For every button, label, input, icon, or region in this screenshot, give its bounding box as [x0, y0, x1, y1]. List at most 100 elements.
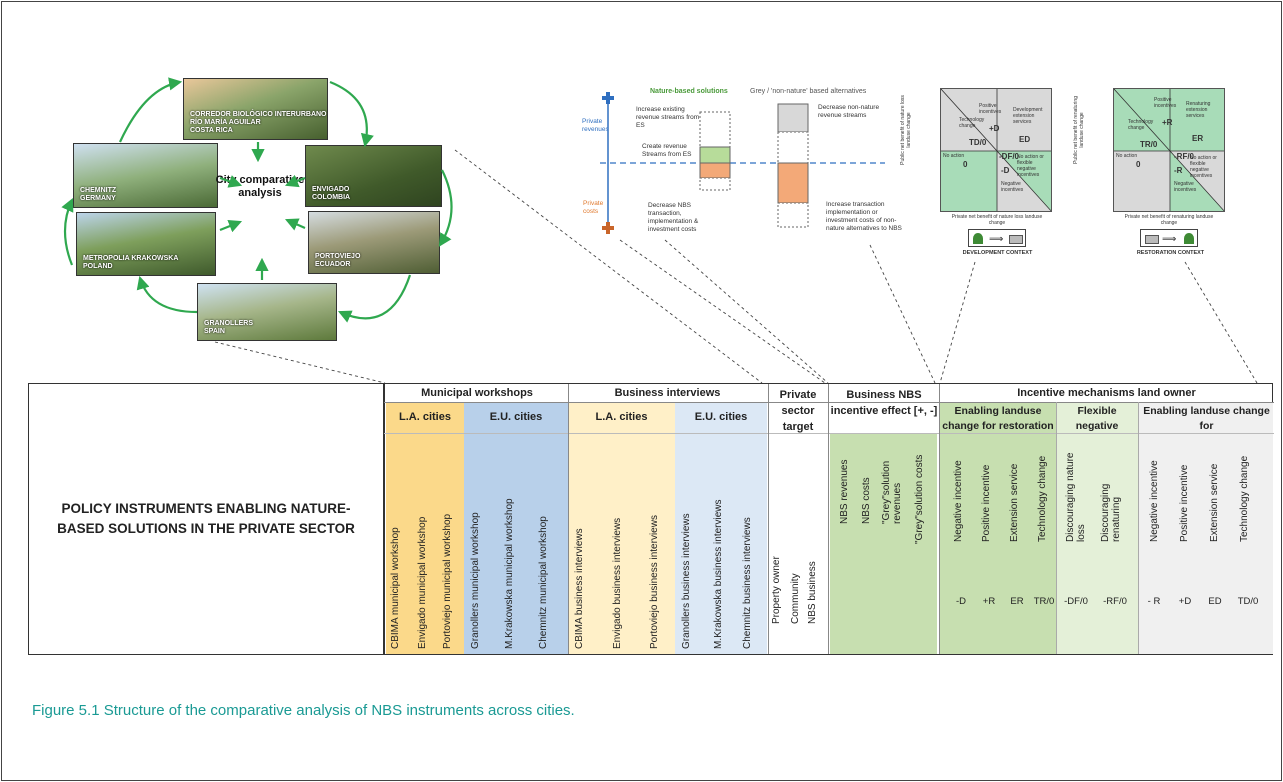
arrow-icon — [329, 80, 374, 148]
code-cell: - R — [1147, 596, 1161, 607]
column-label: CBIMA business interviews — [574, 528, 585, 649]
private-costs-label: Private costs — [583, 200, 604, 215]
development-transition-icon: ⟹ — [968, 229, 1026, 247]
column-label: Negative incentive — [1149, 460, 1160, 542]
column-label: Community — [790, 573, 801, 624]
flexible-bg — [1056, 403, 1138, 654]
column-label: Technology change — [1239, 455, 1250, 542]
nbs-title: Nature-based solutions — [650, 88, 728, 95]
figure-caption: Figure 5.1 Structure of the comparative … — [32, 702, 575, 719]
city-label: CHEMNITZ — [80, 187, 117, 194]
code-zero: 0 — [1136, 160, 1141, 169]
header-business-interviews: Business interviews — [614, 387, 721, 399]
development-matrix-xlabel: Private net benefit of nature loss landu… — [951, 214, 1043, 226]
code-minus-r: -R — [1174, 166, 1183, 175]
nbs-bars — [600, 92, 885, 234]
subheader-la-municipal: L.A. cities — [399, 411, 451, 423]
column-label: Granollers business interviews — [681, 513, 692, 649]
la-municipal-bg — [386, 403, 464, 654]
matrix-text: Technology change — [1128, 119, 1154, 131]
code-cell: -DF/0 — [1064, 596, 1088, 607]
column-label: Chemnitz business interviews — [742, 517, 753, 649]
effect-bg — [830, 434, 937, 654]
matrix-text: Positive incentives — [1154, 97, 1177, 109]
code-cell: +R — [982, 596, 996, 607]
matrix-text: Renaturing extension services — [1186, 101, 1211, 119]
city-label: METROPOLIA KRAKOWSKA — [83, 255, 179, 262]
column-label: Granollers municipal workshop — [470, 512, 481, 649]
code-td0: TD/0 — [969, 138, 987, 147]
arrow-icon — [136, 275, 198, 314]
restoration-context-caption: RESTORATION CONTEXT — [1136, 250, 1205, 256]
arrow-icon — [219, 175, 243, 188]
matrix-text: Positive incentives — [979, 103, 1002, 115]
city-country: ECUADOR — [315, 261, 351, 268]
arrow-icon — [61, 198, 74, 266]
city-photo-cbima: CORREDOR BIOLÓGICO INTERURBANO RÍO MARÍA… — [183, 78, 328, 140]
development-context-caption: DEVELOPMENT CONTEXT — [962, 250, 1033, 256]
code-plus-r: +R — [1162, 118, 1173, 127]
column-label: Extension service — [1009, 463, 1020, 542]
column-label: NBS revenues — [839, 459, 850, 524]
arrow-icon — [219, 219, 243, 233]
subheader-enabling-for: Enabling landuse change for — [1143, 405, 1270, 432]
column-label: CBIMA municipal workshop — [390, 527, 401, 649]
restoration-context-matrix: TR/0 +R ER 0 -RF/0 -R Technology change … — [1113, 88, 1225, 212]
city-label: CORREDOR BIOLÓGICO INTERURBANO RÍO MARÍA… — [190, 111, 327, 126]
code-rf0: -RF/0 — [1174, 152, 1194, 161]
arrow-icon — [338, 274, 412, 323]
matrix-text: Negative incentives — [1174, 181, 1197, 193]
column-label: Envigado business interviews — [612, 517, 623, 649]
code-cell: -RF/0 — [1103, 596, 1127, 607]
column-label: Portoviejo business interviews — [649, 515, 660, 649]
policy-instruments-table: POLICY INSTRUMENTS ENABLING NATURE-BASED… — [28, 383, 1274, 655]
annotation-increase-grey-costs: Increase transaction implementation or i… — [826, 201, 902, 232]
column-label: Technology change — [1037, 455, 1048, 542]
column-label: M.Krakowska municipal workshop — [504, 498, 515, 649]
subheader-la-business: L.A. cities — [595, 411, 648, 423]
column-label: Extension service — [1209, 463, 1220, 542]
code-cell: ED — [1208, 596, 1222, 607]
matrix-text: Negative incentives — [1001, 181, 1024, 193]
arrow-icon — [284, 174, 306, 188]
arrow-icon — [119, 77, 183, 143]
column-label: "Grey"solution costs — [914, 454, 925, 544]
city-label: GRANOLLERS — [204, 320, 253, 327]
restoration-transition-icon: ⟹ — [1140, 229, 1198, 247]
annotation-decrease-costs: Decrease NBS transaction, implementation… — [648, 202, 699, 233]
code-cell: TR/0 — [1033, 596, 1055, 607]
matrix-text: No action or flexible negative incentive… — [1017, 154, 1044, 178]
code-er: ER — [1192, 134, 1204, 143]
column-label: Envigado municipal workshop — [417, 516, 428, 649]
eu-municipal-bg — [464, 403, 568, 654]
code-tr0: TR/0 — [1140, 140, 1158, 149]
restoration-bg — [940, 403, 1056, 654]
code-zero: 0 — [963, 160, 968, 169]
code-cell: ER — [1010, 596, 1024, 607]
header-private-sector-target: Private sector target — [779, 389, 817, 433]
city-label: ENVIGADO — [312, 186, 350, 193]
connector-lines — [214, 149, 1258, 384]
header-incentive-mechanisms: Incentive mechanisms land owner — [1017, 387, 1196, 399]
arrow-icon — [284, 218, 306, 231]
annotation-increase-revenue: Increase existing revenue streams from E… — [636, 106, 700, 129]
column-label: NBS business — [807, 561, 818, 624]
matrix-text: No action or flexible negative incentive… — [1190, 155, 1217, 179]
city-country: SPAIN — [204, 328, 225, 335]
restoration-matrix-xlabel: Private net benefit of renaturing landus… — [1124, 214, 1214, 226]
city-label: PORTOVIEJO — [315, 253, 361, 260]
city-country: COLOMBIA — [312, 194, 351, 201]
code-cell: TD/0 — [1237, 596, 1259, 607]
subheader-eu-municipal: E.U. cities — [489, 411, 543, 423]
code-cell: +D — [1178, 596, 1192, 607]
annotation-decrease-grey-revenue: Decrease non-nature revenue streams — [818, 104, 880, 119]
matrix-text: No action — [943, 153, 965, 159]
matrix-text: Development extension services — [1013, 107, 1043, 125]
code-df0: -DF/0 — [999, 152, 1019, 161]
matrix-text: Technology change — [959, 117, 985, 129]
column-label: M.Krakowska business interviews — [713, 499, 724, 650]
header-business-nbs-effect: Business NBS incentive effect [+, -] — [830, 389, 938, 417]
